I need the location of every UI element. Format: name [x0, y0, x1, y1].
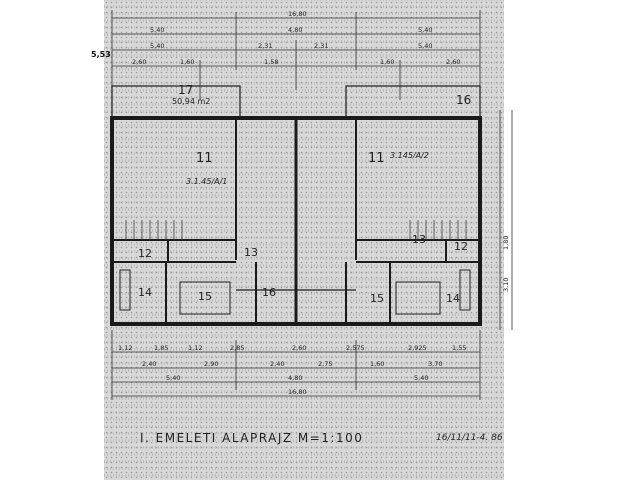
room-14-left: 14	[138, 286, 152, 299]
dim-top-2: 4,80	[288, 26, 302, 34]
dim-top-11: 1,60	[380, 58, 394, 66]
dim-bot-5: 2,60	[292, 344, 306, 352]
room-16-center: 16	[262, 286, 276, 299]
dim-bot-7: 2,925	[408, 344, 427, 352]
room-13-left: 13	[244, 246, 258, 259]
right-dimensions: 1,80 3,10	[502, 236, 510, 292]
dim-bot-12: 2,75	[318, 360, 332, 368]
dim-top-7: 5,40	[418, 42, 432, 50]
dim-top-9: 1,60	[180, 58, 194, 66]
bottom-dimension-lines	[111, 330, 481, 400]
handwritten-annotation: 16/11/11-4. 86	[436, 433, 503, 443]
dim-bot-13: 1,60	[370, 360, 384, 368]
room-12-right: 12	[454, 240, 468, 253]
dim-bot-4: 2,85	[230, 344, 244, 352]
dim-top-10: 1,58	[264, 58, 278, 66]
dim-bot-15: 5,40	[166, 374, 180, 382]
dim-top-8: 2,60	[132, 58, 146, 66]
dim-top-1: 5,40	[150, 26, 164, 34]
dim-bot-14: 3,70	[428, 360, 442, 368]
room-17: 17	[178, 83, 193, 97]
unit-code-left: 3.1.45/A/1	[186, 177, 227, 186]
room-14-right: 14	[446, 292, 460, 305]
dim-bot-8: 1,55	[452, 344, 466, 352]
room-notes: 50,94 m2 3.1.45/A/1 3.145/A/2	[172, 97, 429, 186]
side-note: 5,53	[91, 50, 111, 59]
bottom-dimensions: 1,12 1,85 1,12 2,85 2,60 2,575 2,925 1,5…	[118, 344, 466, 396]
right-dimension-lines	[499, 110, 513, 330]
dim-top-6: 2,31	[314, 42, 328, 50]
dim-bot-3: 1,12	[188, 344, 202, 352]
dim-bot-16: 4,80	[288, 374, 302, 382]
room-11-right: 11	[368, 151, 385, 166]
room-11-left: 11	[196, 151, 213, 166]
dim-bot-9: 2,40	[142, 360, 156, 368]
room-13-right: 13	[412, 233, 426, 246]
dim-top-12: 2,60	[446, 58, 460, 66]
top-dimensions: 16,80 5,40 4,80 5,40 5,40 2,31 2,31 5,40…	[132, 10, 460, 66]
room-labels: 17 16 11 11 12 13 13 12 14 15 16 15 14	[138, 83, 471, 305]
dim-top-5: 2,31	[258, 42, 272, 50]
dim-bot-11: 2,40	[270, 360, 284, 368]
dim-bot-6: 2,575	[346, 344, 365, 352]
dim-bot-10: 2,90	[204, 360, 218, 368]
fixtures	[119, 269, 471, 315]
dim-right-2: 3,10	[502, 278, 510, 292]
area-label: 50,94 m2	[172, 97, 210, 106]
room-16-top: 16	[456, 93, 471, 107]
stair-hatching	[125, 220, 467, 240]
dim-total-top: 16,80	[288, 10, 307, 18]
dim-top-4: 5,40	[150, 42, 164, 50]
walls	[110, 85, 482, 326]
dim-bot-17: 5,40	[414, 374, 428, 382]
room-15-right: 15	[370, 292, 384, 305]
room-15-left: 15	[198, 290, 212, 303]
dim-right-1: 1,80	[502, 236, 510, 250]
dim-bot-1: 1,12	[118, 344, 132, 352]
room-12-left: 12	[138, 247, 152, 260]
dim-total-bottom: 16,80	[288, 388, 307, 396]
dim-bot-2: 1,85	[154, 344, 168, 352]
plan-title: I. EMELETI ALAPRAJZ M=1:100	[140, 431, 363, 445]
dim-top-3: 5,40	[418, 26, 432, 34]
unit-code-right: 3.145/A/2	[390, 151, 429, 160]
